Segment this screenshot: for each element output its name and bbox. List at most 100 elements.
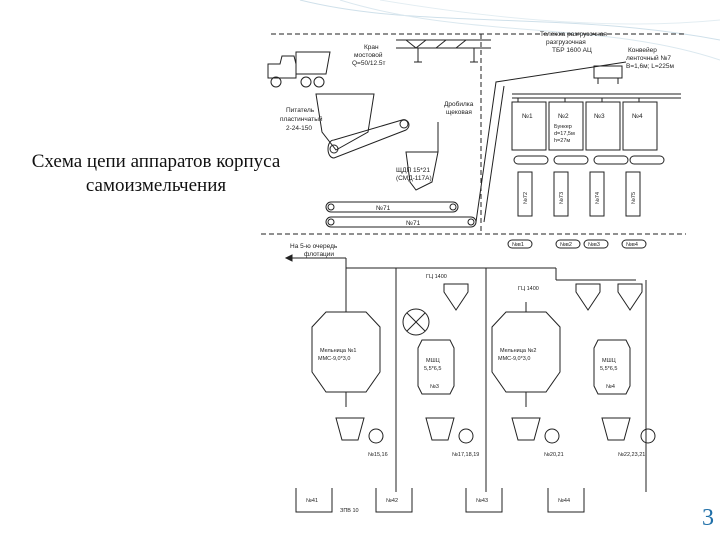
slide-title-line1: Схема цепи аппаратов корпуса xyxy=(31,151,281,172)
unloading-trolley xyxy=(593,65,623,84)
conveyor-71-bottom-label: №71 xyxy=(406,220,421,227)
svg-text:№4: №4 xyxy=(632,113,643,120)
svg-text:мостовой: мостовой xyxy=(354,51,383,59)
svg-text:Бункер: Бункер xyxy=(554,124,572,130)
svg-text:Конвейер: Конвейер xyxy=(628,46,657,54)
slurry-pipes xyxy=(345,258,647,492)
pump-labels: №15,16 №17,18,19 №20,21 №22,23,21 xyxy=(368,452,645,458)
hydrocyclone-right-label: ГЦ 1400 xyxy=(518,286,539,292)
svg-text:флотации: флотации xyxy=(304,251,334,258)
conveyor-71-top xyxy=(325,201,459,213)
hydrocyclone-right xyxy=(575,283,643,311)
mill-feed-conveyors xyxy=(507,239,647,249)
svg-text:№в1: №в1 xyxy=(512,242,524,248)
section-boundaries xyxy=(261,33,686,235)
autogenous-mill-2 xyxy=(491,302,561,407)
autogenous-mill-1 xyxy=(311,302,381,407)
storage-bunkers xyxy=(511,98,658,151)
svg-text:№44: №44 xyxy=(558,498,570,504)
svg-text:щековая: щековая xyxy=(446,109,472,116)
svg-text:Питатель: Питатель xyxy=(286,107,315,114)
svg-text:МШЦ: МШЦ xyxy=(426,358,440,364)
svg-text:№в2: №в2 xyxy=(560,242,572,248)
svg-text:ЩДП 15*21: ЩДП 15*21 xyxy=(396,167,430,174)
svg-text:№2: №2 xyxy=(558,113,569,120)
svg-text:разгрузочная: разгрузочная xyxy=(546,39,586,46)
vertical-conveyor-labels: №72 №73 №74 №75 xyxy=(523,192,637,204)
vertical-conveyors xyxy=(517,171,641,217)
svg-text:№75: №75 xyxy=(631,192,637,204)
receiving-hopper xyxy=(315,93,375,151)
ball-mill-right xyxy=(593,339,631,395)
svg-text:№4: №4 xyxy=(606,384,615,390)
flotation-label: На 5-ю очередь флотации xyxy=(290,243,338,258)
conveyor-71-top-label: №71 xyxy=(376,205,391,212)
svg-text:ТБР 1600 АЦ: ТБР 1600 АЦ xyxy=(552,47,592,54)
svg-text:№в4: №в4 xyxy=(626,242,638,248)
process-flow-diagram: Кран мостовой Q=50/12.5т Питатель пласти… xyxy=(261,31,686,514)
conveyor-7-label: Конвейер ленточный №7 B=1,6м; L=225м xyxy=(626,46,675,70)
trolley-label: Тележка разгрузочная разгрузочная ТБР 16… xyxy=(540,31,607,54)
svg-text:№17,18,19: №17,18,19 xyxy=(452,452,479,458)
svg-text:№1: №1 xyxy=(522,113,533,120)
feeder-label: Питатель пластинчатый 2-24-150 xyxy=(280,107,323,132)
svg-text:h=27м: h=27м xyxy=(554,138,570,144)
svg-text:№15,16: №15,16 xyxy=(368,452,388,458)
svg-text:№в3: №в3 xyxy=(588,242,600,248)
ball-mill-right-label: МШЦ 5,5*6,5 №4 xyxy=(600,358,617,390)
svg-text:№72: №72 xyxy=(523,192,529,204)
bridge-crane xyxy=(396,39,491,63)
hydrocyclone-left xyxy=(443,283,469,311)
svg-text:Мельница №2: Мельница №2 xyxy=(500,348,536,354)
svg-text:B=1,6м; L=225м: B=1,6м; L=225м xyxy=(626,63,675,70)
svg-text:ЗПВ 10: ЗПВ 10 xyxy=(340,508,359,514)
bunker-feeders xyxy=(513,155,665,165)
hydrocyclone-left-label: ГЦ 1400 xyxy=(426,274,447,280)
mill-1-label: Мельница №1 ММС-9,0*3,0 xyxy=(318,348,356,362)
svg-text:№74: №74 xyxy=(595,192,601,204)
sump-labels: №41 №42 №43 №44 ЗПВ 10 xyxy=(306,498,570,514)
svg-text:ленточный №7: ленточный №7 xyxy=(626,54,671,62)
pumps xyxy=(368,428,656,444)
svg-text:№3: №3 xyxy=(594,113,605,120)
svg-text:№73: №73 xyxy=(559,192,565,204)
svg-text:№20,21: №20,21 xyxy=(544,452,564,458)
mill-feed-conveyor-labels: №в1 №в2 №в3 №в4 xyxy=(512,242,638,248)
sumps xyxy=(295,488,585,513)
bunker-top-belt xyxy=(512,93,681,99)
slide-title-line2: самоизмельчения xyxy=(85,175,227,196)
slide-title: Схема цепи аппаратов корпуса самоизмельч… xyxy=(6,150,306,198)
conveyor-71-incline xyxy=(475,61,627,223)
flotation-arrow xyxy=(284,254,346,262)
mill-2-label: Мельница №2 ММС-9,0*3,0 xyxy=(498,348,536,362)
magnetic-separator xyxy=(402,308,430,336)
svg-text:№3: №3 xyxy=(430,384,439,390)
svg-text:ММС-9,0*3,0: ММС-9,0*3,0 xyxy=(318,356,350,362)
svg-text:2-24-150: 2-24-150 xyxy=(286,125,312,132)
crusher-label: Дробилка щековая ЩДП 15*21 (СМД-117А) xyxy=(396,100,474,182)
svg-text:Тележка разгрузочная: Тележка разгрузочная xyxy=(540,31,607,38)
svg-text:МШЦ: МШЦ xyxy=(602,358,616,364)
svg-text:На 5-ю очередь: На 5-ю очередь xyxy=(290,243,338,250)
svg-text:(СМД-117А): (СМД-117А) xyxy=(396,175,432,182)
svg-text:№22,23,21: №22,23,21 xyxy=(618,452,645,458)
bunker-labels: №1 №2 №3 №4 Бункер d=17,5м h=27м xyxy=(522,113,643,144)
svg-text:Мельница №1: Мельница №1 xyxy=(320,348,356,354)
conveyor-71-incline-2 xyxy=(483,85,505,223)
conveyor-71-bottom xyxy=(325,216,477,228)
crane-label: Кран мостовой Q=50/12.5т xyxy=(352,44,386,67)
svg-text:Кран: Кран xyxy=(364,44,379,51)
svg-text:№41: №41 xyxy=(306,498,318,504)
svg-text:ММС-9,0*3,0: ММС-9,0*3,0 xyxy=(498,356,530,362)
page-number: 3 xyxy=(702,505,714,531)
svg-text:Q=50/12.5т: Q=50/12.5т xyxy=(352,60,386,67)
svg-text:№43: №43 xyxy=(476,498,488,504)
svg-text:5,5*6,5: 5,5*6,5 xyxy=(424,366,441,372)
svg-text:Дробилка: Дробилка xyxy=(444,100,474,108)
svg-text:пластинчатый: пластинчатый xyxy=(280,115,323,123)
svg-text:d=17,5м: d=17,5м xyxy=(554,131,575,137)
plate-feeder xyxy=(327,119,410,159)
svg-text:5,5*6,5: 5,5*6,5 xyxy=(600,366,617,372)
dump-truck xyxy=(267,51,331,88)
